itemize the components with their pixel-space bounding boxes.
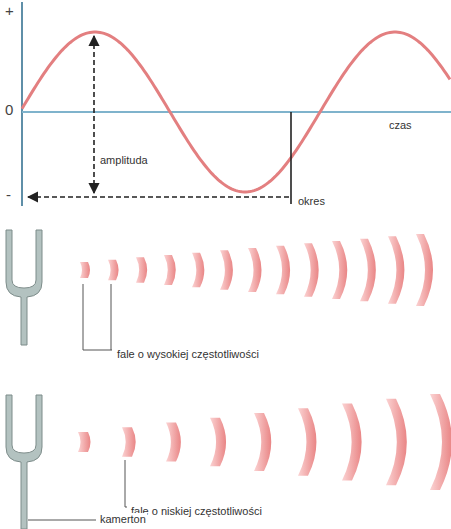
- wave-front: [122, 427, 136, 457]
- wave-front: [220, 250, 233, 289]
- label: kamerton: [99, 513, 147, 526]
- label-wrap: czas: [388, 115, 413, 133]
- wave-front: [342, 404, 362, 481]
- wave-front: [108, 260, 119, 281]
- wave-front: [164, 255, 176, 285]
- sine-curve: [22, 32, 450, 192]
- label: czas: [388, 119, 413, 132]
- label-wrap: 0: [4, 101, 14, 119]
- label: amplituda: [99, 154, 149, 167]
- wave-front: [248, 248, 262, 292]
- wave-front: [192, 253, 204, 288]
- wave-front: [298, 408, 316, 476]
- y-axis: [21, 2, 23, 206]
- wave-front: [136, 257, 147, 282]
- tuning-fork: [6, 230, 42, 345]
- label: +: [4, 2, 15, 19]
- tuning-fork: [6, 395, 42, 529]
- label-wrap: fale o wysokiej częstotliwości: [116, 344, 260, 362]
- label-wrap: fale o niskiej częstotliwości: [130, 501, 263, 519]
- label: -: [5, 186, 12, 203]
- leader-line: [125, 460, 127, 507]
- wave-front: [166, 423, 181, 462]
- wave-fronts: [78, 394, 451, 490]
- sine-wave: [22, 32, 450, 192]
- label: okres: [297, 195, 326, 208]
- wave-front: [78, 432, 91, 452]
- leader-line: [83, 284, 112, 350]
- label-wrap: +: [4, 2, 15, 20]
- label-wrap: okres: [297, 191, 326, 209]
- leader-line: [28, 520, 96, 521]
- wave-front: [276, 246, 290, 295]
- x-axis: [22, 111, 451, 113]
- wave-front: [210, 418, 226, 467]
- label: fale o wysokiej częstotliwości: [116, 348, 260, 361]
- label: fale o niskiej częstotliwości: [130, 505, 263, 518]
- wave-front: [360, 239, 376, 302]
- period-arrow: [28, 196, 290, 198]
- label-wrap: -: [5, 186, 12, 204]
- amplitude-arrow: [93, 36, 95, 193]
- wave-fronts: [80, 234, 433, 306]
- label-wrap: amplituda: [99, 150, 149, 168]
- wave-front: [254, 413, 271, 471]
- wave-front: [80, 262, 90, 278]
- wave-front: [388, 236, 404, 303]
- wave-front: [416, 234, 433, 306]
- period-mark: [290, 112, 292, 204]
- label: 0: [4, 101, 14, 118]
- wave-front: [332, 241, 347, 299]
- wave-front: [430, 394, 451, 490]
- wave-front: [386, 399, 407, 486]
- wave-front: [304, 243, 319, 296]
